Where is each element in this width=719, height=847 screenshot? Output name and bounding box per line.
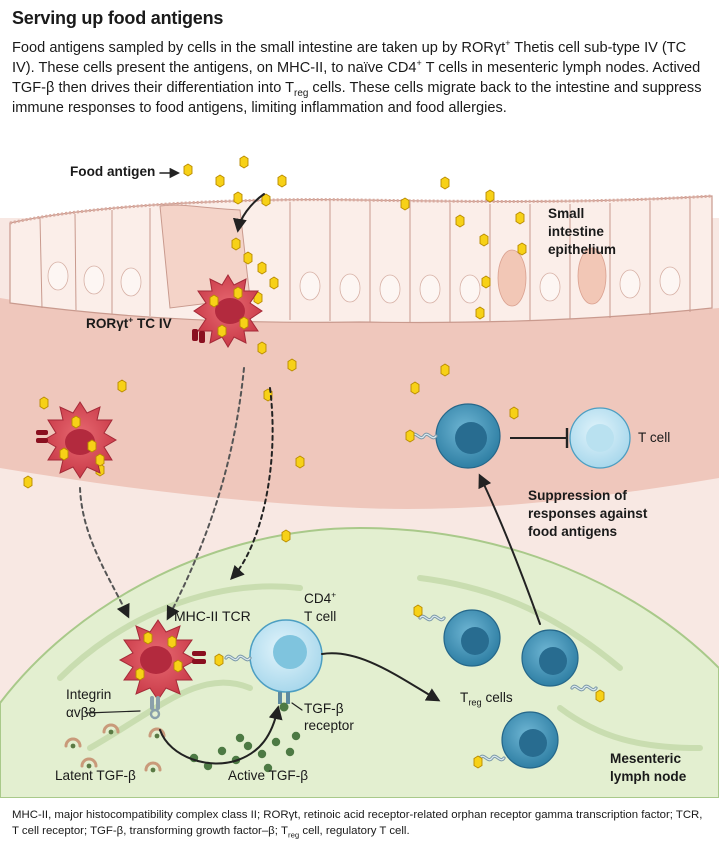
tc4-cell-lymph-node xyxy=(118,619,206,720)
suppression-line xyxy=(510,428,569,448)
label-tc4-main: RORγt xyxy=(86,316,129,331)
tc4-cell-epithelium xyxy=(192,274,263,348)
flow-arrows xyxy=(79,167,541,765)
intro-sub-1: reg xyxy=(294,87,309,99)
label-tgfb-receptor: TGF-β receptor xyxy=(304,701,354,733)
latent-tgfb-core xyxy=(70,729,160,773)
label-t-cell: T cell xyxy=(638,430,671,445)
label-tc4-rest: TC IV xyxy=(133,316,172,331)
treg-antigen-1 xyxy=(413,604,423,618)
label-tc4-sup: + xyxy=(128,314,134,325)
treg-cell-2 xyxy=(521,629,579,687)
treg-antigen-3 xyxy=(473,755,483,769)
label-treg-sub: reg xyxy=(468,697,482,708)
cd4-t-cell xyxy=(249,619,323,712)
lamina-propria xyxy=(0,298,719,509)
intro-text-4: cells. These cells migrate back to the i… xyxy=(12,80,702,116)
label-suppression: Suppression of responses against food an… xyxy=(528,488,648,539)
label-cd4-rest: T cell xyxy=(304,609,337,624)
footnote-text-2: cell, regulatory T cell. xyxy=(299,825,410,837)
footnote: MHC-II, major histocompatibility complex… xyxy=(12,807,712,839)
footnote-sub: reg xyxy=(288,830,300,840)
epithelium-cells xyxy=(9,194,713,324)
label-tc4: RORγt+ TC IV xyxy=(86,314,172,332)
label-lymph-node: Mesenteric lymph node xyxy=(610,751,687,784)
label-cd4-main: CD4 xyxy=(304,591,332,606)
footnote-text-1: MHC-II, major histocompatibility complex… xyxy=(12,809,703,837)
label-latent-tgfb: Latent TGF-β xyxy=(55,768,136,783)
label-epithelium: Small intestine epithelium xyxy=(548,206,616,257)
latent-tgfb-molecules xyxy=(64,723,166,772)
treg-antigen-2 xyxy=(595,689,605,703)
intro-sup-2: + xyxy=(416,58,422,69)
label-treg-rest: cells xyxy=(481,690,513,705)
label-cd4-sup: + xyxy=(331,589,337,600)
label-active-tgfb: Active TGF-β xyxy=(228,768,309,783)
target-t-cell xyxy=(569,407,631,469)
treg-cell-3 xyxy=(501,711,559,769)
intro-text-3: T cells in mesenteric lymph nodes. Activ… xyxy=(12,60,701,96)
treg-tissue-antigen xyxy=(405,429,415,443)
presented-antigen xyxy=(214,653,224,667)
intro-text-2: Thetis cell sub-type IV (TC IV). These c… xyxy=(12,40,687,76)
intro-sup-1: + xyxy=(505,38,511,49)
label-food-antigen: Food antigen xyxy=(70,164,156,179)
treg-cell-1 xyxy=(443,609,501,667)
intro-paragraph: Food antigens sampled by cells in the sm… xyxy=(12,38,712,118)
figure-title: Serving up food antigens xyxy=(12,8,224,28)
label-treg-main: T xyxy=(460,690,469,705)
tc4-cell-lamina xyxy=(36,401,117,479)
label-integrin: Integrin αvβ8 xyxy=(66,687,112,720)
intro-text-1: Food antigens sampled by cells in the sm… xyxy=(12,40,506,56)
label-mhc-tcr: MHC-II TCR xyxy=(174,608,251,624)
label-treg-cells: Treg cells xyxy=(460,690,513,708)
diagram-illustration xyxy=(0,155,719,798)
label-cd4-t-cell: CD4+ T cell xyxy=(304,590,336,626)
treg-cell-tissue xyxy=(435,403,501,469)
